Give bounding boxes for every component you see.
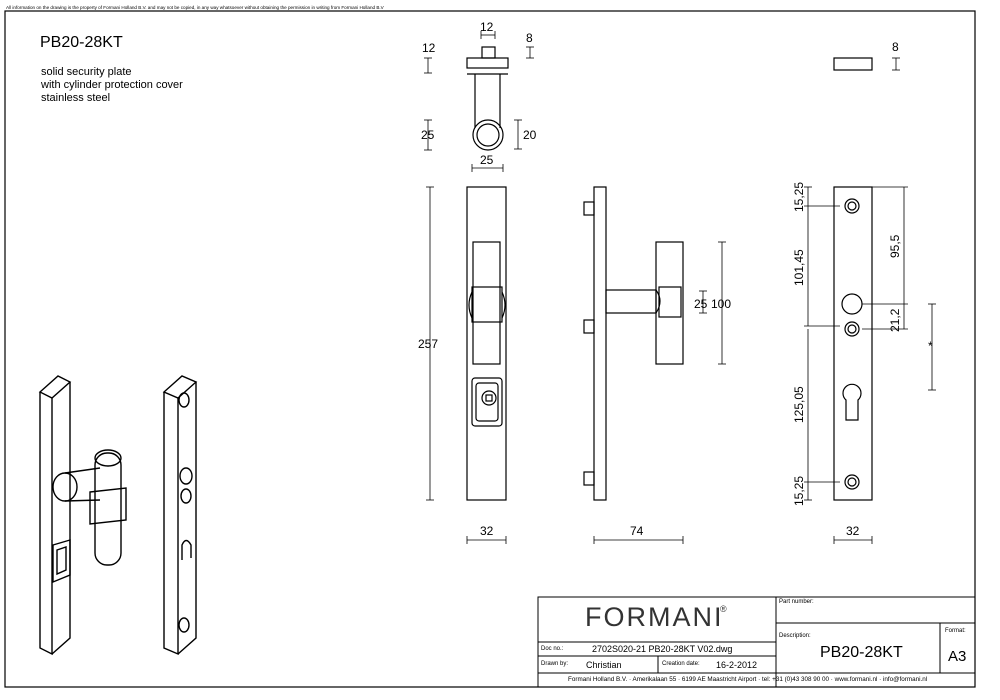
plate-dimension-lines	[804, 186, 936, 544]
dim-plate-95-5: 95,5	[888, 234, 902, 258]
description-line: stainless steel	[41, 92, 111, 104]
top-right-dimension-lines	[892, 57, 900, 71]
part-number-label: Part number:	[779, 599, 814, 605]
front-view-dimension-lines	[426, 186, 507, 544]
plate-thickness-view	[833, 57, 873, 71]
plate-view	[833, 186, 873, 501]
creation-date-label: Creation date:	[662, 661, 700, 667]
dim-side-depth: 74	[630, 524, 644, 538]
product-code: PB20-28KT	[40, 34, 123, 51]
dim-plate-125-05: 125,05	[792, 386, 806, 423]
formani-logo: FORMANI	[585, 602, 724, 632]
company-footer: Formani Holland B.V. · Amerikalaan 55 · …	[568, 676, 928, 683]
drawn-by-value: Christian	[586, 660, 622, 670]
dim-plate-21-2: 21,2	[888, 308, 902, 332]
description-line: with cylinder protection cover	[41, 79, 183, 91]
description-value: PB20-28KT	[820, 644, 903, 661]
format-label: Format:	[945, 628, 966, 634]
description-line: solid security plate	[41, 66, 132, 78]
product-description: solid security plate with cylinder prote…	[41, 66, 183, 105]
top-view-dimension-lines	[424, 31, 534, 172]
title-block	[537, 596, 976, 688]
dim-plate-width: 32	[846, 524, 860, 538]
doc-no-label: Doc no.:	[541, 646, 564, 652]
registered-mark: ®	[720, 604, 727, 614]
dim-side-100: 100	[711, 297, 731, 311]
top-view	[466, 46, 509, 151]
side-view	[583, 186, 684, 501]
isometric-plate-view	[162, 375, 198, 656]
isometric-handle-view	[38, 375, 127, 656]
sheet-border	[4, 10, 976, 688]
front-view	[466, 186, 507, 501]
side-view-dimension-lines	[593, 241, 726, 544]
dim-right-20: 20	[523, 128, 537, 142]
dim-left-12: 12	[422, 41, 436, 55]
dim-plate-15-25-top: 15,25	[792, 182, 806, 212]
dim-front-height: 257	[418, 337, 438, 351]
dim-left-25: 25	[421, 128, 435, 142]
dim-top-right-8: 8	[892, 40, 899, 54]
creation-date-value: 16-2-2012	[716, 660, 758, 670]
dim-top-8: 8	[526, 31, 533, 45]
description-label: Description:	[779, 633, 811, 639]
dim-plate-star: *	[928, 339, 933, 353]
dim-plate-15-25-bottom: 15,25	[792, 476, 806, 506]
drawn-by-label: Drawn by:	[541, 661, 569, 667]
format-value: A3	[948, 648, 967, 665]
dim-bottom-25: 25	[480, 153, 494, 167]
doc-no-value: 2702S020-21 PB20-28KT V02.dwg	[592, 644, 733, 654]
copyright-notice: All information on the drawing is the pr…	[6, 5, 384, 10]
dim-front-width: 32	[480, 524, 494, 538]
dim-top-12: 12	[480, 20, 494, 34]
dim-plate-101-45: 101,45	[792, 249, 806, 286]
dim-side-25: 25	[694, 297, 708, 311]
